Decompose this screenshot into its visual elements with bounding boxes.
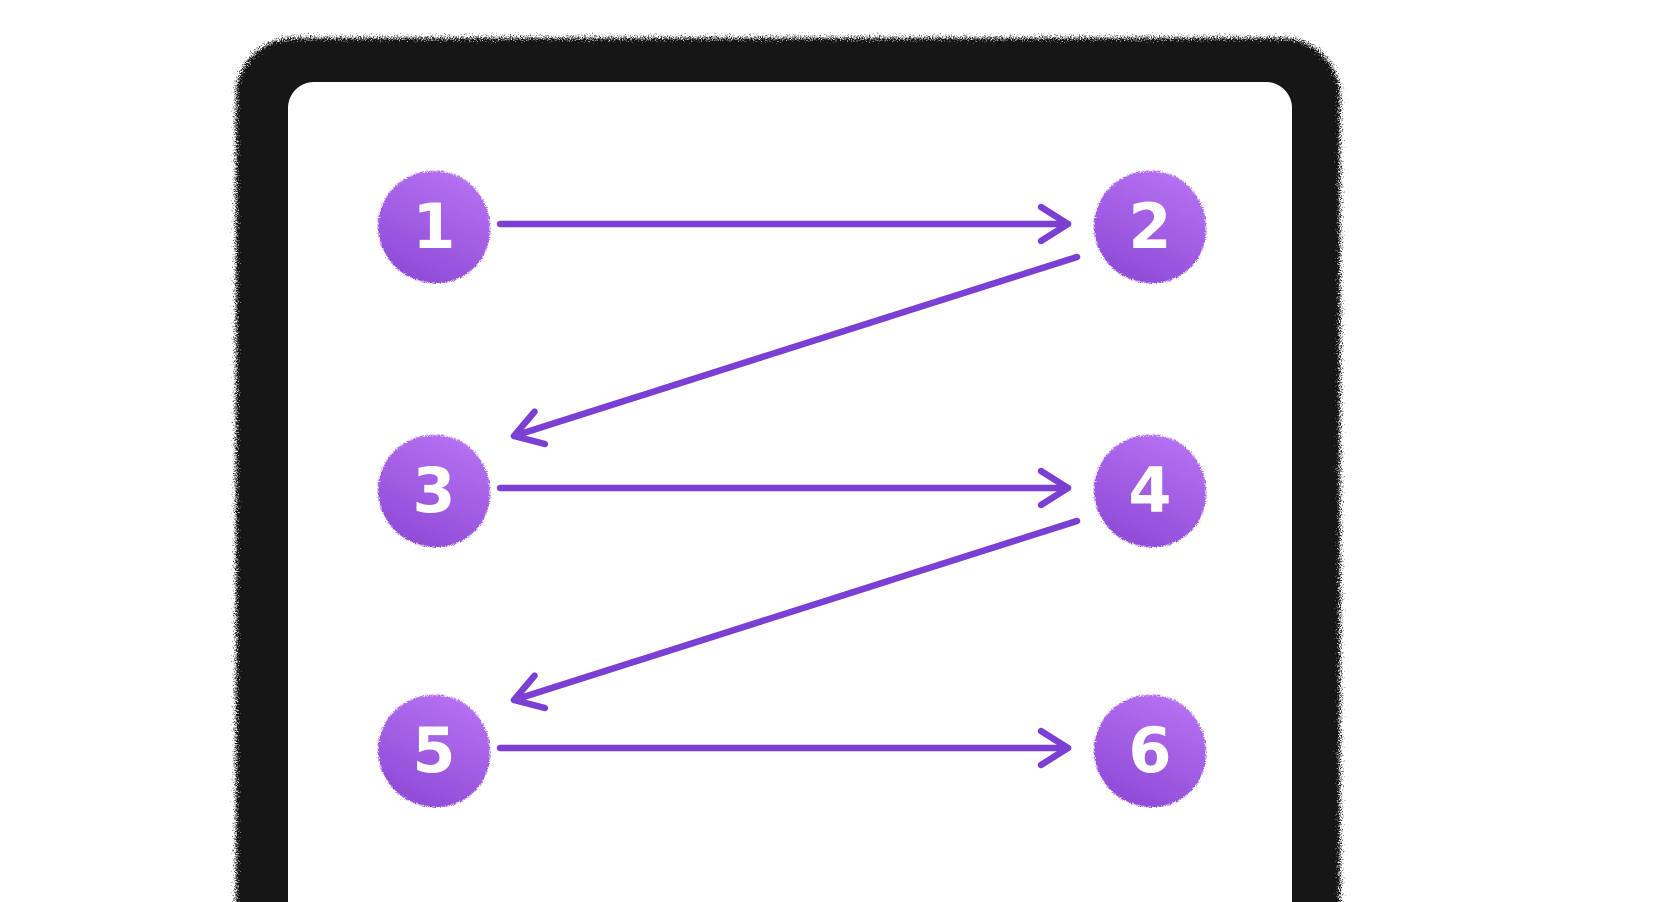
node-circle [1094, 695, 1206, 807]
node-circle [378, 171, 490, 283]
node-1: 1 [378, 171, 490, 283]
node-circle [1094, 171, 1206, 283]
node-label: 1 [412, 189, 456, 263]
node-label: 5 [412, 713, 456, 787]
node-circle [1094, 435, 1206, 547]
node-5: 5 [378, 695, 490, 807]
node-2: 2 [1094, 171, 1206, 283]
node-circle [378, 695, 490, 807]
node-circle [378, 435, 490, 547]
node-label: 6 [1128, 713, 1172, 787]
node-3: 3 [378, 435, 490, 547]
node-label: 4 [1128, 453, 1172, 527]
node-label: 2 [1128, 189, 1172, 263]
node-label: 3 [412, 453, 456, 527]
node-6: 6 [1094, 695, 1206, 807]
node-4: 4 [1094, 435, 1206, 547]
